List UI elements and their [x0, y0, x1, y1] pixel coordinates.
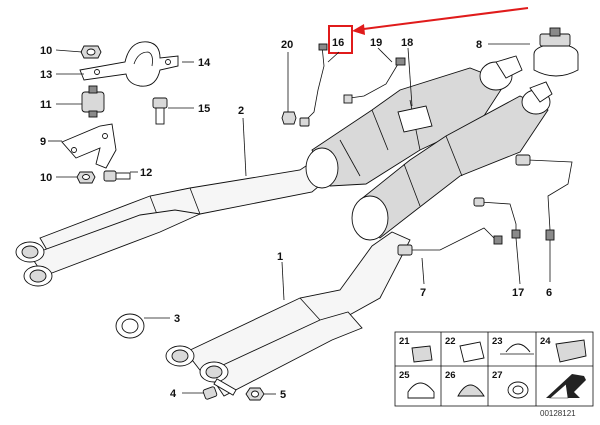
callout-6: 6: [546, 287, 552, 299]
legend-27: 27: [492, 370, 503, 381]
callout-16: 16: [332, 37, 344, 49]
hardware-legend-box: 21 22 23 24 25 26 27: [394, 331, 594, 407]
legend-23: 23: [492, 336, 503, 347]
legend-22: 22: [445, 336, 456, 347]
callout-13: 13: [40, 69, 52, 81]
callout-4: 4: [170, 388, 177, 400]
callout-20: 20: [281, 39, 293, 51]
callout-2: 2: [238, 105, 244, 117]
legend-25: 25: [399, 370, 410, 381]
gasket-3: [115, 313, 145, 339]
leader-lines: [48, 43, 551, 395]
clamp-8: [533, 27, 579, 77]
callout-12: 12: [140, 167, 152, 179]
legend-26: 26: [445, 370, 456, 381]
diagram-ref-number: 00128121: [540, 409, 576, 418]
front-pipe-1: [165, 231, 411, 397]
callout-14: 14: [198, 57, 211, 69]
callout-3: 3: [174, 313, 180, 325]
callout-18: 18: [401, 37, 413, 49]
legend-21: 21: [399, 336, 410, 347]
bolt-4: [202, 378, 237, 400]
direction-arrow-icon: [546, 374, 586, 399]
callout-1: 1: [277, 251, 283, 263]
catalytic-converters: [305, 55, 553, 241]
front-pipe-2: [15, 149, 351, 287]
callout-9: 9: [40, 136, 46, 148]
callout-7: 7: [420, 287, 426, 299]
callout-11: 11: [40, 99, 52, 111]
callout-labels: 10 13 14 11 15 9 10 12 2 1 3 4 5 20 16 1…: [40, 37, 552, 401]
oxygen-sensors: [281, 43, 573, 256]
callout-19: 19: [370, 37, 382, 49]
mount-bracket-group: [61, 41, 179, 184]
legend-24: 24: [540, 336, 551, 347]
callout-10-bottom: 10: [40, 172, 52, 184]
callout-10-top: 10: [40, 45, 52, 57]
callout-8: 8: [476, 39, 482, 51]
callout-5: 5: [280, 389, 286, 401]
callout-17: 17: [512, 287, 524, 299]
highlight-callout-16: [328, 7, 529, 54]
nut-5: [245, 387, 265, 401]
callout-15: 15: [198, 103, 210, 115]
